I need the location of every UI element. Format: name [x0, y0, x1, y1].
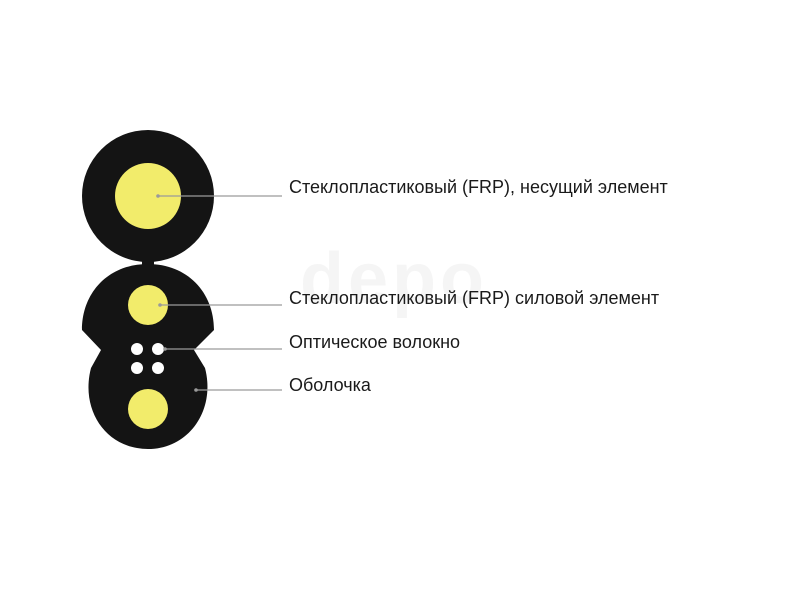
optical-fiber	[152, 343, 164, 355]
leader-dot	[163, 347, 167, 351]
leader-dot	[194, 388, 198, 392]
lower-frp-strength-member	[128, 389, 168, 429]
carrier-unit	[82, 130, 214, 262]
carrier-frp-core	[115, 163, 181, 229]
optical-fiber	[152, 362, 164, 374]
upper-frp-strength-member	[128, 285, 168, 325]
optical-fiber	[131, 362, 143, 374]
leader-dot	[158, 303, 162, 307]
main-cable-jacket	[82, 264, 214, 449]
label-sheath: Оболочка	[289, 375, 371, 395]
optical-fibers	[131, 343, 164, 374]
leader-lines	[158, 195, 282, 391]
leader-dot	[156, 194, 160, 198]
label-optical-fiber: Оптическое волокно	[289, 332, 461, 352]
optical-fiber	[131, 343, 143, 355]
watermark-logo: depo	[300, 239, 488, 319]
label-strength-member: Стеклопластиковый (FRP) силовой элемент	[289, 288, 660, 308]
label-carrier-element: Стеклопластиковый (FRP), несущий элемент	[289, 177, 668, 197]
leader-dots	[156, 194, 198, 392]
main-cable-unit	[82, 264, 214, 449]
